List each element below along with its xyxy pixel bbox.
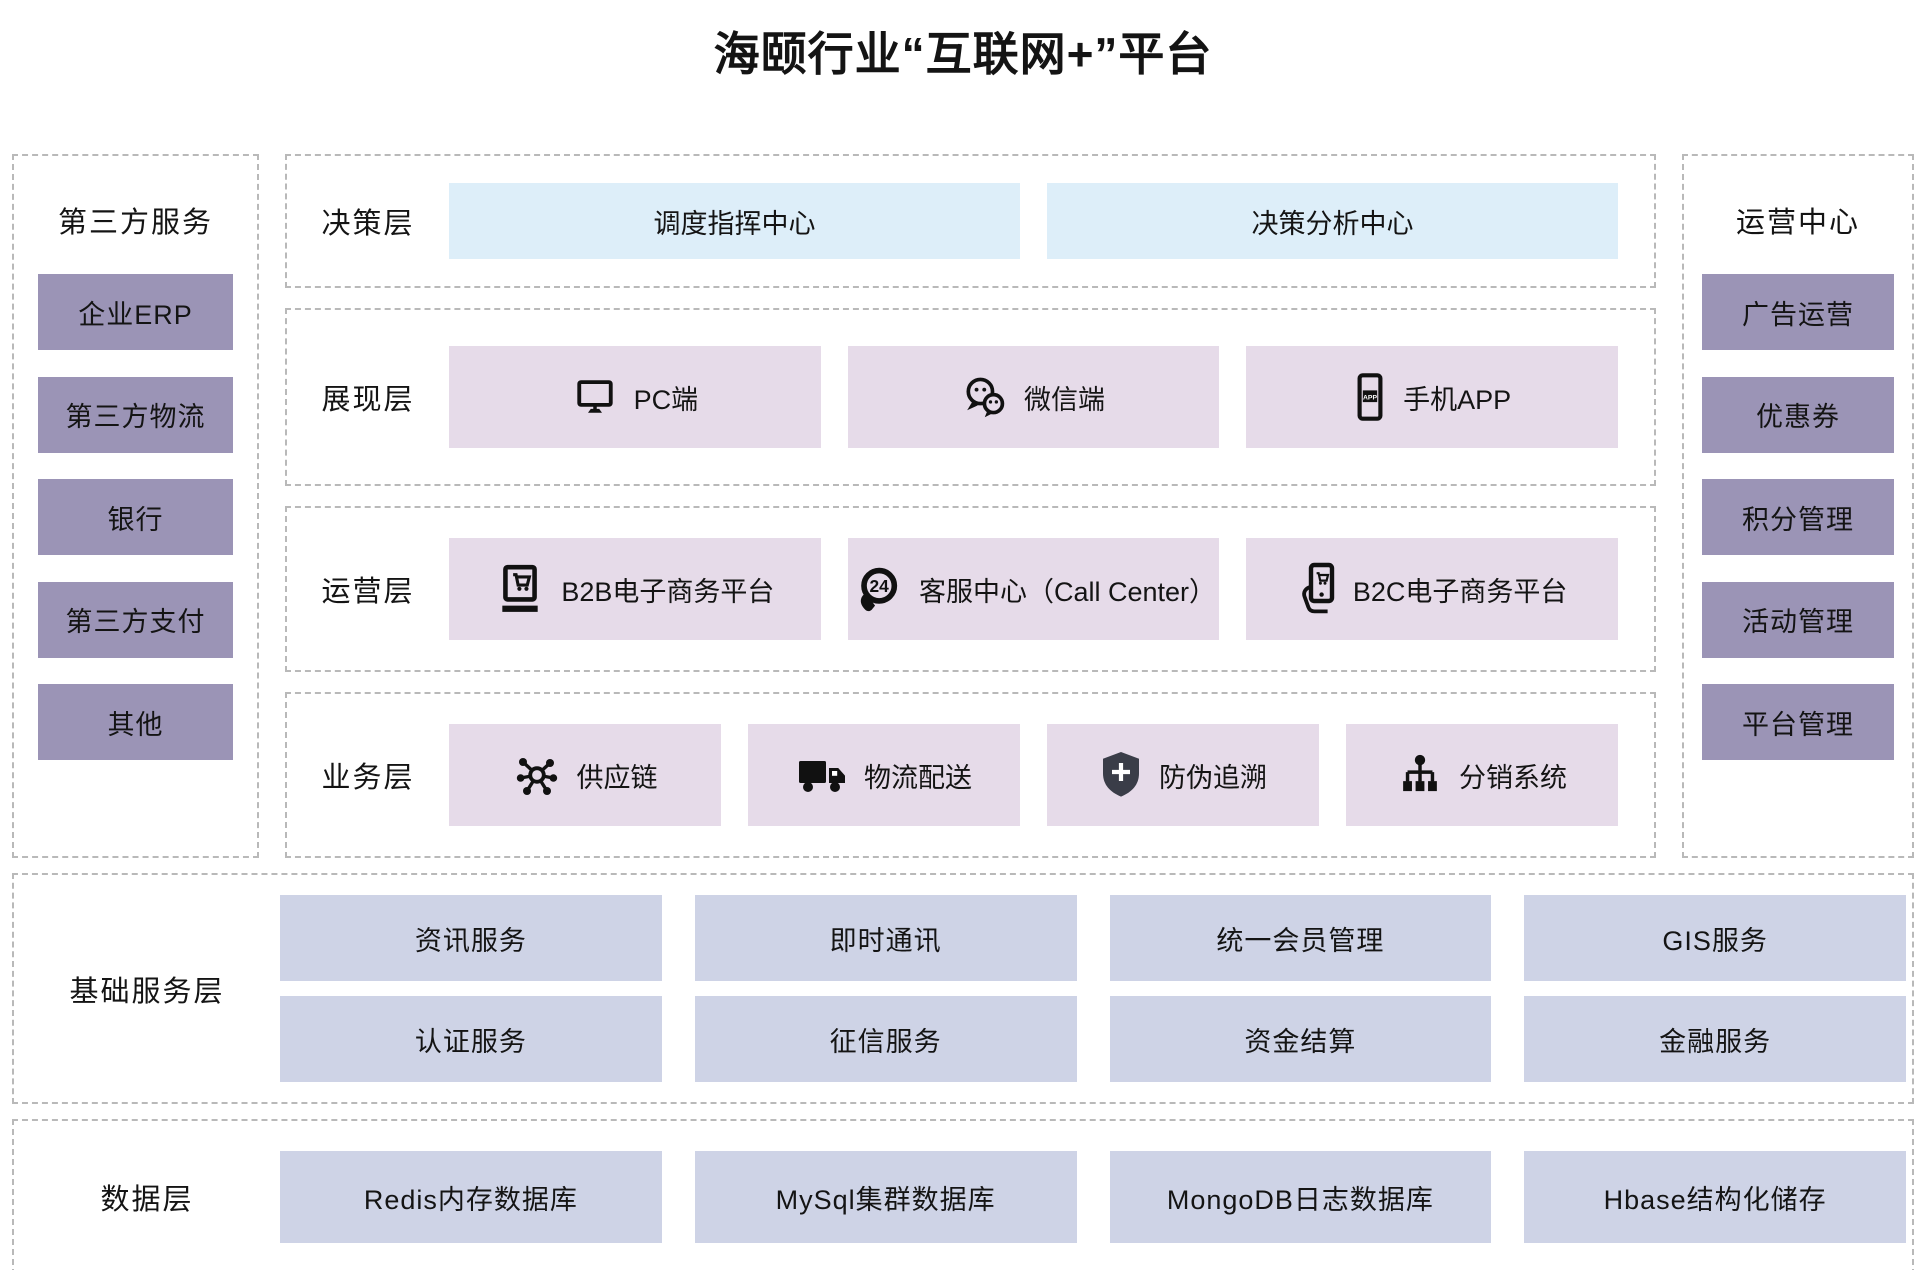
info-service-box: 资讯服务 bbox=[280, 895, 662, 981]
mongodb-box: MongoDB日志数据库 bbox=[1109, 1151, 1492, 1243]
presentation-layer-label: 展现层 bbox=[321, 384, 415, 416]
b2b-ecommerce-label: B2B电子商务平台 bbox=[561, 576, 775, 607]
anti-counterfeit-box: 防伪追溯 bbox=[1047, 724, 1319, 826]
fund-settlement-box: 资金结算 bbox=[1109, 996, 1492, 1082]
distribution-label: 分销系统 bbox=[1459, 762, 1567, 793]
callcenter-label: 客服中心（Call Center） bbox=[918, 576, 1217, 607]
operation-layer-items: B2B电子商务平台 24 客服中心（Call Center） B2C电子商务平台 bbox=[449, 538, 1654, 640]
svg-text:APP: APP bbox=[1363, 394, 1377, 401]
bank-box: 银行 bbox=[38, 479, 233, 555]
b2c-ecommerce-label: B2C电子商务平台 bbox=[1352, 576, 1568, 607]
decision-analysis-center-box: 决策分析中心 bbox=[1047, 183, 1618, 259]
decision-layer-label: 决策层 bbox=[321, 208, 415, 240]
data-layer-grid: Redis内存数据库 MySql集群数据库 MongoDB日志数据库 Hbase… bbox=[280, 1135, 1912, 1259]
operation-layer-label: 运营层 bbox=[321, 576, 415, 608]
supply-chain-icon bbox=[513, 751, 561, 799]
redis-box: Redis内存数据库 bbox=[280, 1151, 662, 1243]
unified-member-management-box: 统一会员管理 bbox=[1109, 895, 1492, 981]
b2b-ecommerce-icon bbox=[495, 563, 545, 615]
third-party-services-title: 第三方服务 bbox=[57, 207, 213, 239]
points-management-box: 积分管理 bbox=[1702, 479, 1894, 555]
wechat-client-label: 微信端 bbox=[1024, 384, 1105, 415]
operation-center-panel: 运营中心 广告运营 优惠券 积分管理 活动管理 平台管理 bbox=[1682, 154, 1914, 858]
data-layer-section: 数据层 Redis内存数据库 MySql集群数据库 MongoDB日志数据库 H… bbox=[12, 1119, 1914, 1270]
mobile-app-box: APP 手机APP bbox=[1246, 346, 1619, 448]
data-layer-label: 数据层 bbox=[100, 1184, 194, 1216]
operation-center-items: 广告运营 优惠券 积分管理 活动管理 平台管理 bbox=[1702, 274, 1894, 760]
base-services-section: 基础服务层 资讯服务 即时通讯 统一会员管理 GIS服务 认证服务 征信服务 资… bbox=[12, 873, 1914, 1104]
financial-service-box: 金融服务 bbox=[1524, 996, 1906, 1082]
enterprise-erp-box: 企业ERP bbox=[38, 274, 233, 350]
operation-layer-section: 运营层 B2B电子商务平台 24 客服中心（Call Center） bbox=[285, 506, 1656, 672]
base-services-label: 基础服务层 bbox=[69, 975, 225, 1008]
pc-client-label: PC端 bbox=[633, 384, 699, 415]
supply-chain-box: 供应链 bbox=[449, 724, 721, 826]
business-layer-label: 业务层 bbox=[321, 762, 415, 794]
page-title: 海颐行业“互联网+”平台 bbox=[713, 28, 1213, 80]
third-party-payment-box: 第三方支付 bbox=[38, 581, 233, 658]
supply-chain-label: 供应链 bbox=[576, 762, 658, 793]
activity-management-box: 活动管理 bbox=[1702, 581, 1894, 658]
b2c-ecommerce-icon bbox=[1297, 562, 1337, 616]
top-area: 第三方服务 企业ERP 第三方物流 银行 第三方支付 其他 决策层 调度指挥中心… bbox=[12, 154, 1914, 858]
auth-service-box: 认证服务 bbox=[280, 996, 662, 1082]
ad-operation-box: 广告运营 bbox=[1702, 274, 1894, 350]
logistics-label: 物流配送 bbox=[864, 762, 972, 793]
mysql-box: MySql集群数据库 bbox=[694, 1151, 1077, 1243]
business-layer-section: 业务层 供应链 物流配送 bbox=[285, 692, 1656, 858]
other-box: 其他 bbox=[38, 684, 233, 760]
distribution-box: 分销系统 bbox=[1346, 724, 1618, 826]
wechat-icon bbox=[962, 375, 1008, 419]
anti-counterfeit-shield-icon bbox=[1099, 750, 1143, 800]
instant-messaging-box: 即时通讯 bbox=[694, 895, 1077, 981]
distribution-tree-icon bbox=[1397, 752, 1443, 798]
operation-center-title: 运营中心 bbox=[1735, 207, 1860, 239]
presentation-layer-items: PC端 微信端 APP 手机APP bbox=[449, 346, 1654, 448]
callcenter-box: 24 客服中心（Call Center） bbox=[847, 538, 1220, 640]
b2b-ecommerce-box: B2B电子商务平台 bbox=[449, 538, 821, 640]
anti-counterfeit-label: 防伪追溯 bbox=[1159, 762, 1267, 793]
b2c-ecommerce-box: B2C电子商务平台 bbox=[1246, 538, 1619, 640]
coupon-box: 优惠券 bbox=[1702, 376, 1894, 453]
hbase-box: Hbase结构化储存 bbox=[1524, 1151, 1906, 1243]
callcenter-24-icon: 24 bbox=[851, 563, 903, 615]
third-party-services-items: 企业ERP 第三方物流 银行 第三方支付 其他 bbox=[38, 274, 233, 760]
phone-app-icon: APP bbox=[1353, 372, 1387, 422]
mobile-app-label: 手机APP bbox=[1403, 384, 1512, 415]
decision-layer-items: 调度指挥中心 决策分析中心 bbox=[449, 183, 1654, 259]
svg-text:24: 24 bbox=[869, 576, 889, 596]
credit-service-box: 征信服务 bbox=[694, 996, 1077, 1082]
base-services-grid: 资讯服务 即时通讯 统一会员管理 GIS服务 认证服务 征信服务 资金结算 金融… bbox=[280, 879, 1912, 1098]
gis-service-box: GIS服务 bbox=[1524, 895, 1906, 981]
third-party-logistics-box: 第三方物流 bbox=[38, 376, 233, 453]
monitor-icon bbox=[572, 376, 618, 418]
presentation-layer-section: 展现层 PC端 微信端 bbox=[285, 308, 1656, 486]
logistics-box: 物流配送 bbox=[748, 724, 1020, 826]
third-party-services-panel: 第三方服务 企业ERP 第三方物流 银行 第三方支付 其他 bbox=[12, 154, 259, 858]
decision-layer-section: 决策层 调度指挥中心 决策分析中心 bbox=[285, 154, 1656, 288]
wechat-client-box: 微信端 bbox=[847, 346, 1220, 448]
logistics-truck-icon bbox=[796, 752, 848, 798]
middle-layers: 决策层 调度指挥中心 决策分析中心 展现层 PC端 bbox=[285, 154, 1656, 858]
dispatch-command-center-box: 调度指挥中心 bbox=[449, 183, 1020, 259]
pc-client-box: PC端 bbox=[449, 346, 821, 448]
business-layer-items: 供应链 物流配送 防伪追溯 bbox=[449, 724, 1654, 826]
platform-management-box: 平台管理 bbox=[1702, 684, 1894, 760]
